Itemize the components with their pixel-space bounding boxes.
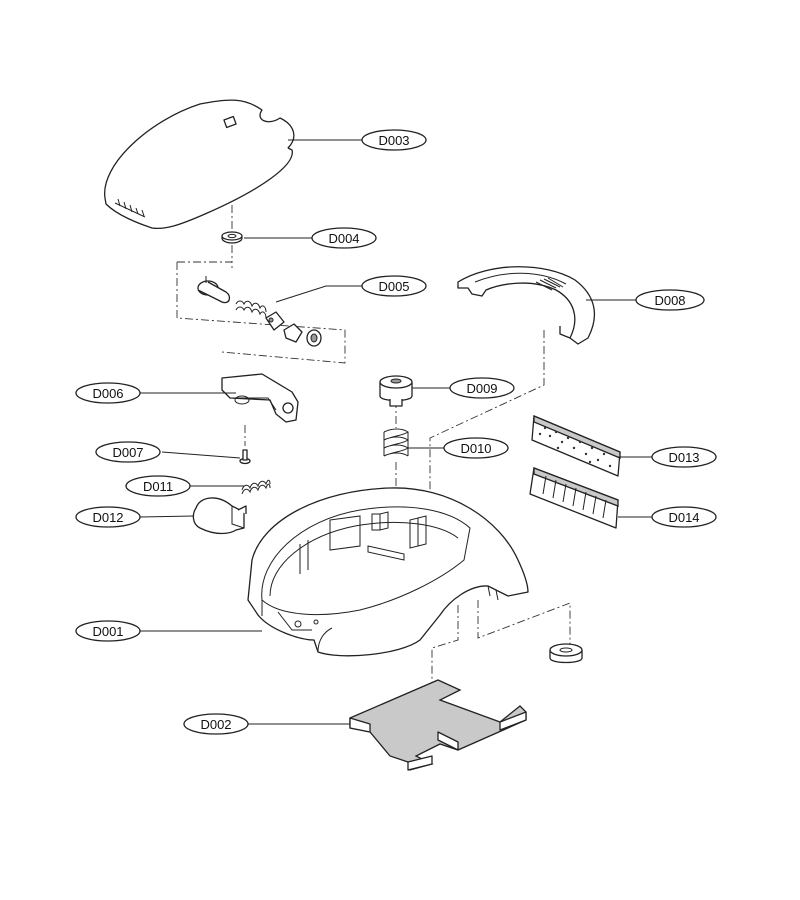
label-d002-text: D002 [200, 717, 231, 732]
part-d005-pin-assembly [197, 276, 322, 347]
leader-lines [139, 139, 652, 725]
label-d006-text: D006 [92, 386, 123, 401]
part-d003-top-cover [104, 99, 295, 230]
part-foot [549, 643, 583, 664]
label-d003: D003 [361, 129, 427, 151]
label-d014-text: D014 [668, 510, 699, 525]
label-d008-bubble [635, 289, 705, 311]
part-labels: D003 D004 D005 D008 D006 D009 D010 D007 [75, 129, 717, 735]
label-d009-text: D009 [466, 381, 497, 396]
part-d014-filter-pad [529, 467, 619, 529]
label-d003-bubble [361, 129, 427, 151]
label-d001-bubble [75, 620, 141, 642]
part-d004-washer [221, 231, 243, 244]
label-d012: D012 [75, 506, 141, 528]
label-d004: D004 [311, 227, 377, 249]
part-d007-screw [239, 449, 251, 465]
label-d013: D013 [651, 446, 717, 468]
label-d005-bubble [361, 275, 427, 297]
label-d007-bubble [95, 441, 161, 463]
part-d010-spring [383, 428, 409, 457]
part-d002-base-plate [349, 679, 527, 771]
label-d006: D006 [75, 382, 141, 404]
part-d011-spring [241, 479, 271, 495]
part-d012-lever [192, 497, 247, 535]
label-d010: D010 [443, 437, 509, 459]
label-d002-bubble [183, 713, 249, 735]
part-d009-knob [379, 375, 413, 407]
label-d013-text: D013 [668, 450, 699, 465]
label-d006-bubble [75, 382, 141, 404]
part-d001-housing [247, 487, 529, 657]
label-d011: D011 [125, 475, 191, 497]
label-d010-bubble [443, 437, 509, 459]
label-d012-text: D012 [92, 510, 123, 525]
label-d008: D008 [635, 289, 705, 311]
label-d011-text: D011 [143, 479, 173, 494]
label-d004-text: D004 [328, 231, 359, 246]
label-d001: D001 [75, 620, 141, 642]
label-d014: D014 [651, 506, 717, 528]
label-d003-text: D003 [378, 133, 409, 148]
assembly-guides [176, 205, 571, 712]
label-d005-text: D005 [378, 279, 409, 294]
label-d009-bubble [449, 377, 515, 399]
part-d008-handle [457, 266, 596, 345]
label-d014-bubble [651, 506, 717, 528]
label-d010-text: D010 [460, 441, 491, 456]
label-d008-text: D008 [654, 293, 685, 308]
label-d001-text: D001 [92, 624, 123, 639]
label-d011-bubble [125, 475, 191, 497]
label-d009: D009 [449, 377, 515, 399]
label-d007-text: D007 [112, 445, 143, 460]
label-d004-bubble [311, 227, 377, 249]
label-d005: D005 [361, 275, 427, 297]
label-d012-bubble [75, 506, 141, 528]
label-d013-bubble [651, 446, 717, 468]
part-d006-bracket [221, 373, 299, 423]
part-d013-filter-pad [531, 415, 621, 477]
label-d007: D007 [95, 441, 161, 463]
label-d002: D002 [183, 713, 249, 735]
